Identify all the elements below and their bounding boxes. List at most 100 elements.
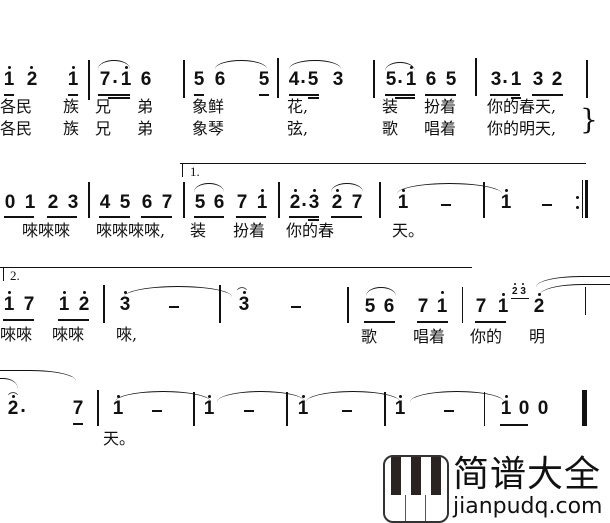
octave-dot [302, 395, 305, 398]
barline [277, 58, 279, 98]
lyric: 族 [63, 119, 80, 138]
note: 7 [161, 192, 173, 213]
note: 1 [500, 192, 512, 213]
note: 7 [351, 192, 363, 213]
note: 1 [436, 296, 448, 317]
lyric: 唻, [116, 325, 138, 344]
barline [183, 182, 185, 218]
barline [103, 285, 105, 323]
note: 7 [23, 294, 35, 315]
note: 6 [214, 69, 226, 90]
barline [88, 182, 90, 218]
note: 7 [236, 192, 248, 213]
note: 4 [99, 192, 111, 213]
lyric: 兄 [95, 119, 112, 138]
underline [68, 94, 78, 96]
watermark-title: 简谱大全 [453, 454, 602, 495]
octave-dot [208, 395, 211, 398]
note: 1 [3, 69, 15, 90]
barline [379, 182, 381, 218]
dash [244, 410, 254, 412]
brace: } [580, 103, 598, 136]
note: 6 [383, 296, 395, 317]
lyric: 装 [382, 97, 399, 116]
note: 3 [308, 192, 320, 213]
dot: · [397, 72, 404, 91]
barline [193, 392, 195, 426]
barline [462, 287, 463, 323]
octave-dot [336, 189, 339, 192]
dash [342, 410, 352, 412]
octave-dot [402, 189, 405, 192]
octave-dot [505, 395, 508, 398]
note: 5 [193, 69, 205, 90]
lyric: 歌 [361, 327, 378, 346]
octave-dot [8, 66, 11, 69]
slur [124, 286, 232, 297]
tie-end-inner [0, 378, 18, 389]
barline [286, 392, 288, 426]
underline [73, 423, 83, 425]
volta-label: 2. [10, 268, 20, 283]
lyric: 唻唻 [52, 325, 85, 344]
note: 2 [289, 192, 301, 213]
underline [364, 321, 395, 323]
watermark-logo: 简谱大全 jianpudq.com [383, 454, 608, 523]
note: 1 [510, 69, 522, 90]
lyric: 族 [63, 97, 80, 116]
dash [152, 410, 162, 412]
note: 6 [141, 192, 153, 213]
note: 3 [490, 69, 502, 90]
note: 0 [4, 192, 16, 213]
lyric: 扮着 [424, 97, 457, 116]
dot: · [300, 72, 307, 91]
underline [259, 94, 269, 96]
barline [484, 392, 485, 426]
tie-inner [540, 284, 610, 295]
octave-dot [441, 291, 444, 294]
barline [586, 60, 588, 98]
lyric: 各民 [0, 119, 33, 138]
octave-dot [124, 291, 127, 294]
note: 1 [405, 69, 417, 90]
slur [289, 60, 341, 69]
note: 1 [256, 192, 268, 213]
octave-dot [294, 189, 297, 192]
lyric: 天。 [103, 429, 136, 448]
fermata-icon: ⌒ [237, 288, 247, 299]
octave-dot [243, 291, 246, 294]
lyric: 你的春天, [487, 97, 557, 116]
repeat-barline-thick [585, 180, 588, 218]
octave-dot [313, 189, 316, 192]
lyric: 象琴 [192, 119, 225, 138]
note: 5 [194, 192, 206, 213]
volta-bracket [180, 163, 586, 164]
note: 1 [3, 294, 15, 315]
note: 0 [518, 398, 530, 419]
octave-dot [117, 395, 120, 398]
octave-dot [505, 189, 508, 192]
note: 7 [99, 69, 111, 90]
repeat-dot [576, 206, 579, 209]
underline [108, 97, 130, 99]
octave-dot [83, 291, 86, 294]
tie-end-outer [0, 370, 76, 381]
lyric: 唻唻 [0, 325, 33, 344]
note: 2 [331, 192, 343, 213]
dot: · [20, 401, 27, 420]
barline [347, 287, 349, 323]
underline [289, 94, 319, 96]
underline [308, 97, 319, 99]
note: 1 [394, 398, 406, 419]
slur [194, 183, 224, 192]
underline [511, 97, 521, 99]
lyric: 天。 [392, 221, 425, 240]
dash [444, 410, 454, 412]
octave-dot [538, 293, 541, 296]
slur [215, 60, 267, 69]
note: 1 [500, 398, 512, 419]
lyric: 你的明天, [487, 119, 557, 138]
note: 2 [47, 192, 59, 213]
slur [306, 391, 400, 402]
octave-dot [522, 283, 524, 285]
